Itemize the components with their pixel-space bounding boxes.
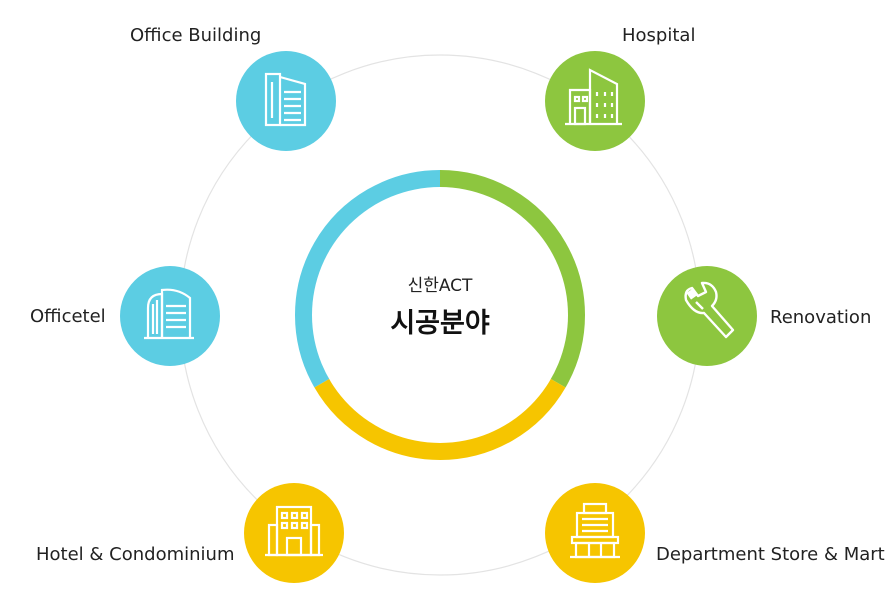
- node-hospital[interactable]: [545, 51, 645, 151]
- center-subtitle: 신한ACT: [407, 276, 473, 296]
- node-hotel-condominium[interactable]: [244, 483, 344, 583]
- center-disc: [312, 187, 568, 443]
- node-circle: [236, 51, 336, 151]
- label-hotel-condominium[interactable]: Hotel & Condominium: [36, 544, 235, 565]
- node-office-building[interactable]: [236, 51, 336, 151]
- office-building-icon: [264, 72, 307, 127]
- label-officetel[interactable]: Officetel: [30, 306, 106, 327]
- ring-segment-green: [439, 170, 585, 388]
- hospital-icon: [565, 68, 622, 126]
- label-hospital[interactable]: Hospital: [622, 25, 696, 46]
- node-officetel[interactable]: [120, 266, 220, 366]
- node-circle: [545, 51, 645, 151]
- wrench-icon: [684, 281, 735, 339]
- label-office-building[interactable]: Office Building: [130, 25, 262, 46]
- ring-segment-yellow: [314, 378, 566, 460]
- label-renovation[interactable]: Renovation: [770, 307, 872, 328]
- node-circle: [244, 483, 344, 583]
- label-department-store-mart[interactable]: Department Store & Mart: [656, 544, 885, 565]
- center-title: 시공분야: [390, 308, 490, 339]
- node-renovation[interactable]: [657, 266, 757, 366]
- hotel-icon: [265, 505, 323, 557]
- node-department-store-mart[interactable]: [545, 483, 645, 583]
- node-circle: [545, 483, 645, 583]
- officetel-icon: [144, 288, 194, 340]
- ring-segment-blue: [295, 170, 441, 388]
- node-circle: [120, 266, 220, 366]
- department-store-icon: [570, 502, 620, 559]
- center-ring: [295, 170, 585, 460]
